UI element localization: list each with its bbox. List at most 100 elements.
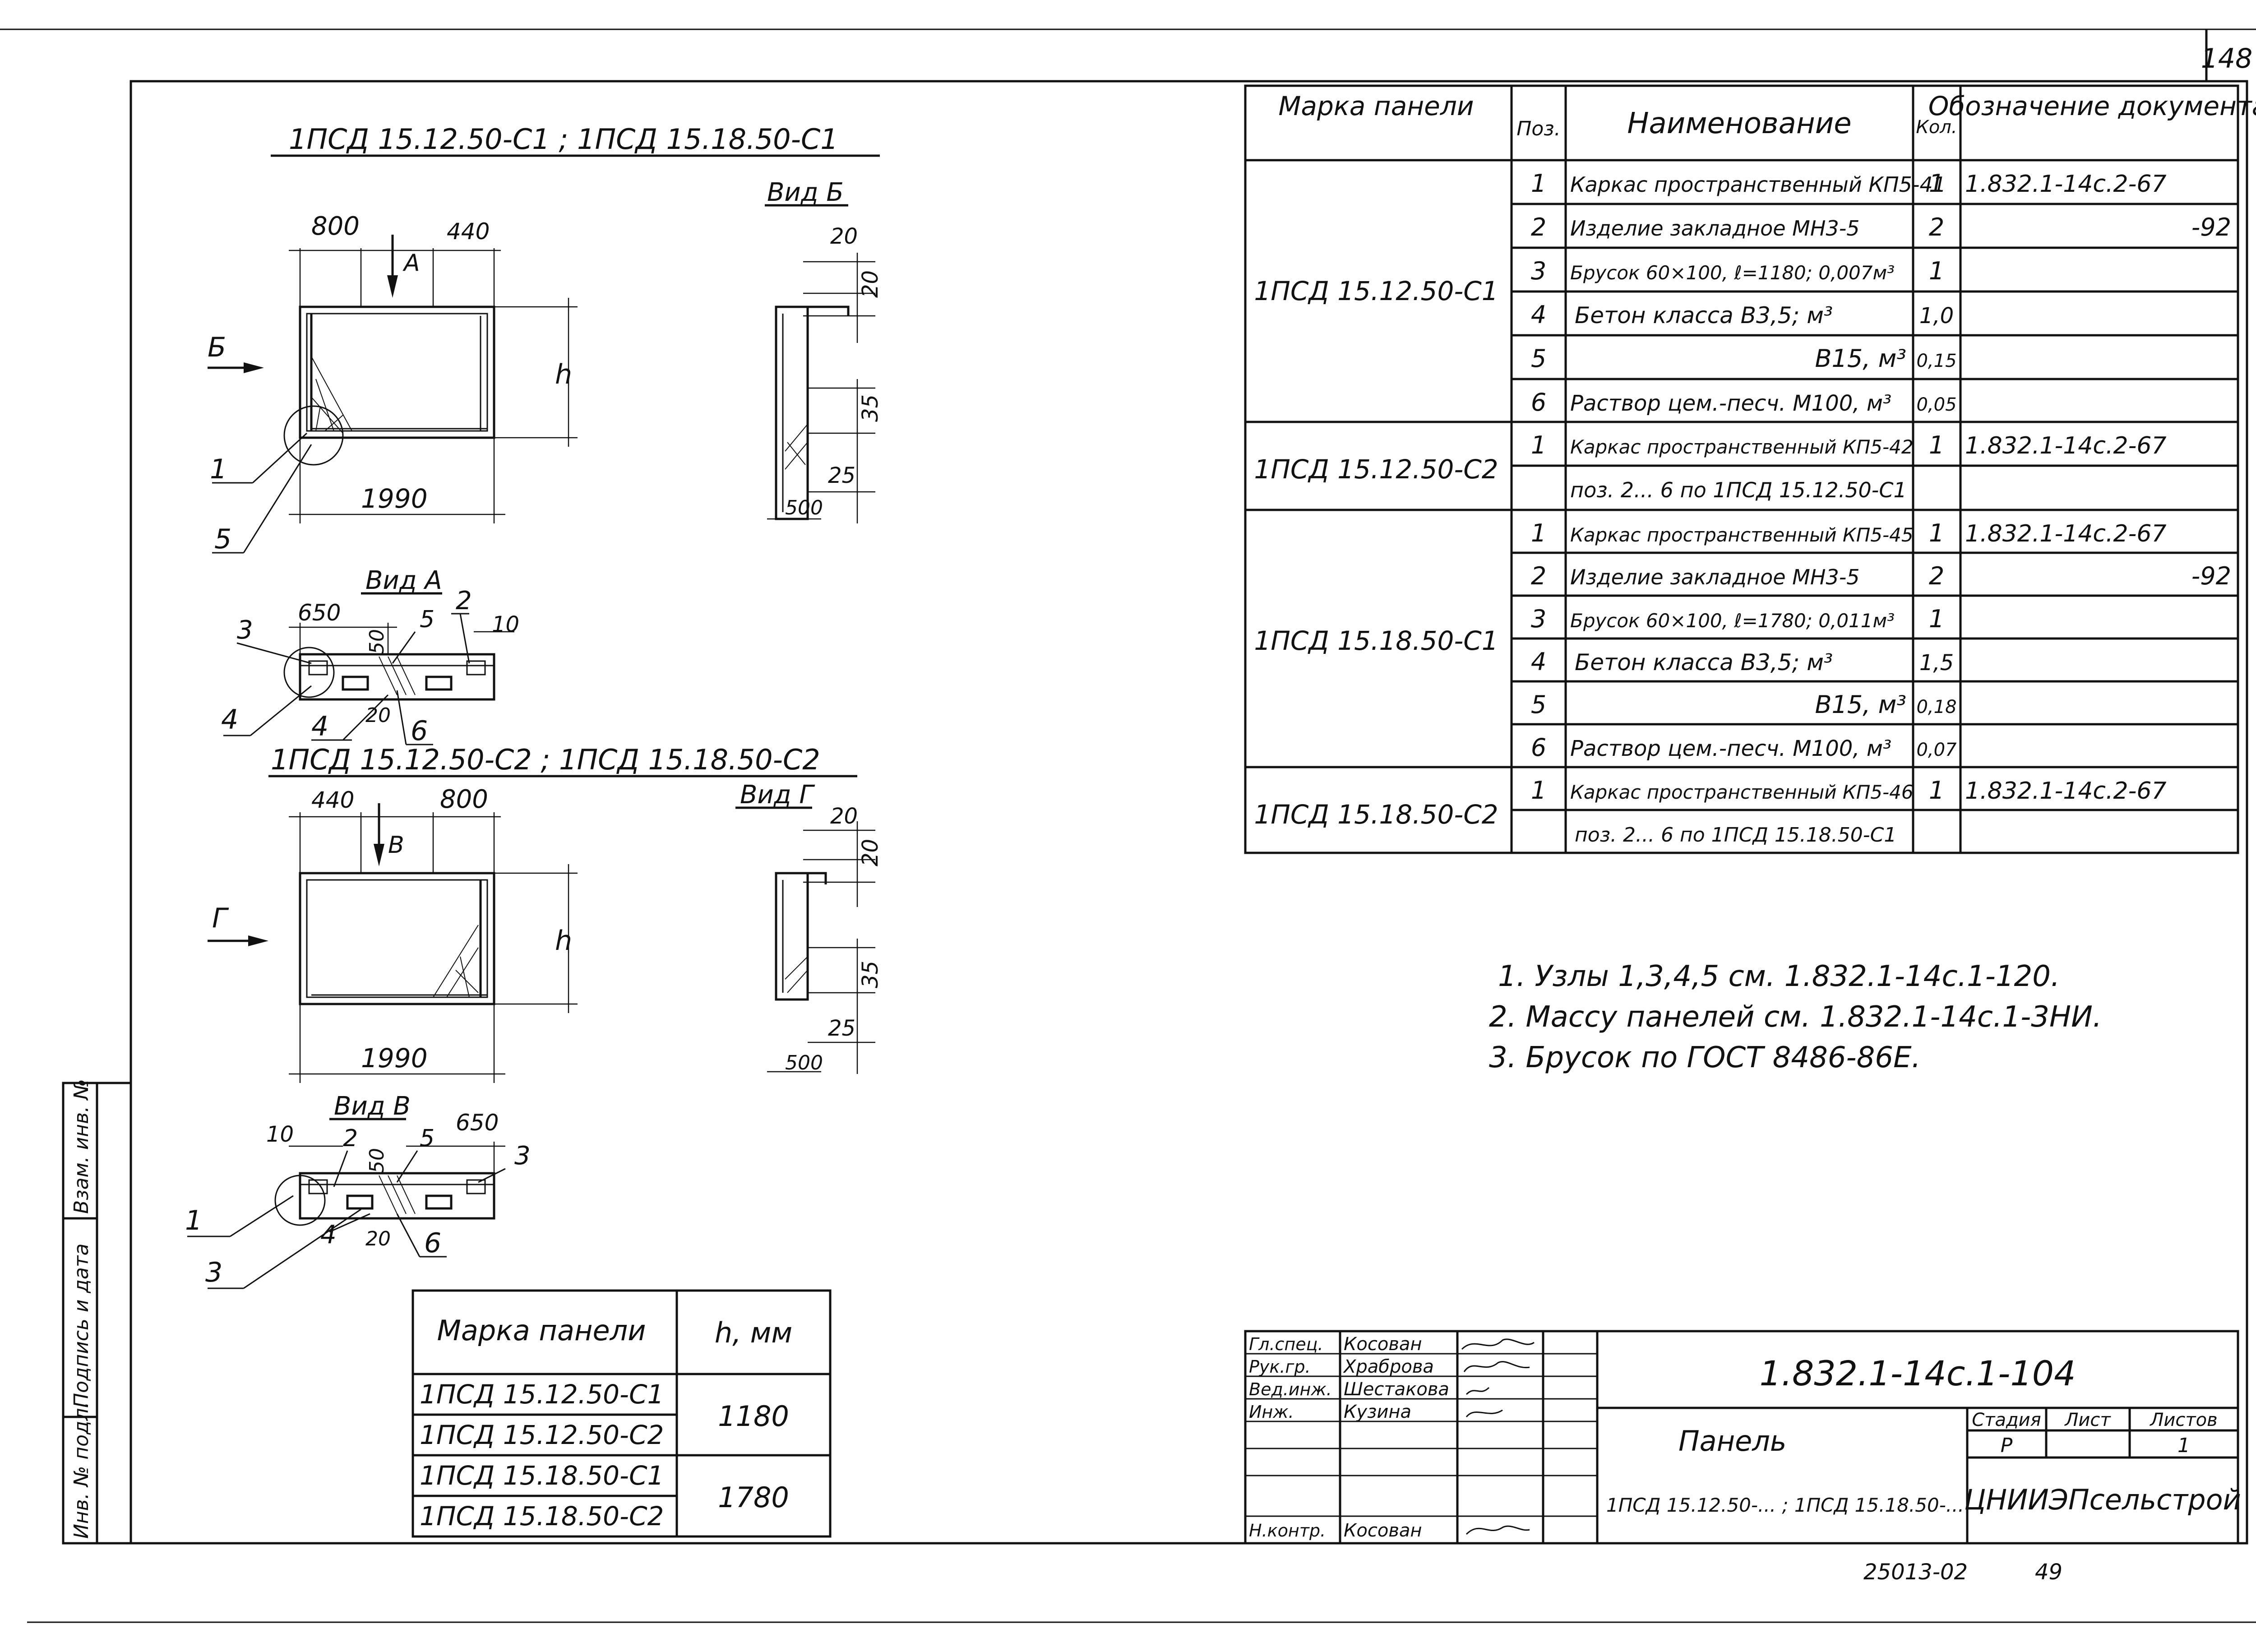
header-mark: Марка панели	[1278, 91, 1474, 121]
signature	[1465, 1387, 1490, 1395]
svg-text:Гл.спец.: Гл.спец.	[1249, 1334, 1323, 1354]
svg-text:1ПСД 15.12.50-С1: 1ПСД 15.12.50-С1	[420, 1379, 664, 1410]
svg-text:1: 1	[2177, 1434, 2190, 1457]
svg-text:4: 4	[1531, 648, 1546, 676]
svg-text:0,07: 0,07	[1916, 740, 1957, 760]
svg-text:35: 35	[858, 394, 883, 422]
svg-text:h: h	[555, 925, 572, 957]
svg-text:6: 6	[411, 715, 428, 747]
svg-text:440: 440	[447, 218, 490, 245]
svg-text:В15, м³: В15, м³	[1815, 344, 1906, 373]
svg-text:0,15: 0,15	[1916, 351, 1956, 371]
svg-text:Брусок 60×100, ℓ=1780; 0,011м³: Брусок 60×100, ℓ=1780; 0,011м³	[1570, 610, 1895, 632]
header-qty: Кол.	[1916, 117, 1957, 138]
svg-text:Брусок 60×100, ℓ=1180; 0,007м³: Брусок 60×100, ℓ=1180; 0,007м³	[1570, 262, 1895, 284]
svg-text:0,05: 0,05	[1916, 394, 1956, 415]
svg-text:2: 2	[1929, 213, 1944, 241]
title-block: Гл.спец. Рук.гр. Вед.инж. Инж. Н.контр. …	[1244, 1330, 2241, 1545]
svg-text:1: 1	[1531, 431, 1546, 459]
svg-text:3: 3	[237, 615, 253, 645]
side-stamp: Инв. № подл. Подпись и дата Взам. инв. №	[62, 1079, 132, 1545]
svg-text:Вед.инж.: Вед.инж.	[1249, 1379, 1332, 1399]
svg-text:Г: Г	[212, 902, 229, 934]
svg-text:20: 20	[858, 839, 883, 866]
svg-text:Храброва: Храброва	[1343, 1356, 1434, 1377]
svg-text:1: 1	[1929, 257, 1944, 285]
svg-text:Каркас пространственный КП5-42: Каркас пространственный КП5-42	[1570, 436, 1914, 458]
svg-text:440: 440	[311, 787, 354, 813]
group-mark: 1ПСД 15.12.50-С2	[1254, 454, 1498, 485]
svg-text:поз. 2... 6 по 1ПСД 15.18.50-С: поз. 2... 6 по 1ПСД 15.18.50-С1	[1575, 824, 1896, 847]
svg-text:В15, м³: В15, м³	[1815, 690, 1906, 719]
svg-text:1.832.1-14с.2-67: 1.832.1-14с.2-67	[1965, 777, 2167, 805]
svg-text:поз. 2... 6 по 1ПСД 15.12.50-С: поз. 2... 6 по 1ПСД 15.12.50-С1	[1570, 478, 1907, 502]
svg-text:1: 1	[185, 1205, 202, 1236]
svg-text:Б: Б	[208, 332, 226, 363]
svg-text:1990: 1990	[361, 483, 428, 514]
svg-text:25: 25	[828, 1016, 855, 1041]
svg-text:1: 1	[1531, 519, 1546, 547]
svg-text:25: 25	[828, 463, 855, 488]
svg-text:Каркас пространственный КП5-45: Каркас пространственный КП5-45	[1570, 524, 1914, 546]
svg-text:1: 1	[210, 453, 227, 485]
organization: ЦНИИЭПсельстрой	[1964, 1483, 2241, 1516]
svg-text:-92: -92	[2191, 562, 2231, 590]
panel-drawing-c2: 1ПСД 15.12.50-С2 ; 1ПСД 15.18.50-С2 440 …	[185, 743, 883, 1289]
svg-text:Косован: Косован	[1344, 1520, 1422, 1541]
svg-text:2: 2	[1929, 562, 1944, 590]
svg-text:6: 6	[1531, 388, 1546, 416]
svg-text:Изделие закладное МН3-5: Изделие закладное МН3-5	[1570, 565, 1860, 589]
svg-text:20: 20	[365, 704, 391, 727]
svg-text:3: 3	[1531, 257, 1546, 285]
svg-text:Рук.гр.: Рук.гр.	[1249, 1357, 1311, 1377]
svg-text:20: 20	[858, 270, 883, 298]
svg-text:50: 50	[365, 1148, 388, 1173]
svg-text:Кузина: Кузина	[1344, 1402, 1411, 1422]
svg-text:1780: 1780	[718, 1481, 789, 1514]
svg-text:Н.контр.: Н.контр.	[1249, 1521, 1326, 1541]
svg-text:Лист: Лист	[2064, 1410, 2111, 1430]
sheet-index: 49	[2035, 1559, 2062, 1585]
svg-text:Взам. инв. №: Взам. инв. №	[70, 1079, 93, 1214]
svg-text:1990: 1990	[361, 1043, 428, 1074]
svg-text:6: 6	[1531, 733, 1546, 762]
group-mark: 1ПСД 15.18.50-С1	[1254, 625, 1498, 656]
svg-text:1: 1	[1929, 776, 1944, 805]
drawing-frame	[129, 80, 2248, 1545]
svg-text:1.832.1-14с.2-67: 1.832.1-14с.2-67	[1965, 432, 2167, 459]
svg-text:10: 10	[266, 1122, 294, 1147]
svg-text:2: 2	[1531, 562, 1546, 590]
panel-drawing-c1: 1ПСД 15.12.50-С1 ; 1ПСД 15.18.50-С1 800 …	[208, 123, 883, 747]
signature	[1463, 1361, 1530, 1372]
svg-text:5: 5	[1531, 344, 1546, 373]
svg-text:2: 2	[343, 1125, 358, 1152]
svg-text:2: 2	[1531, 213, 1546, 241]
document-subtitle: 1ПСД 15.12.50-... ; 1ПСД 15.18.50-...	[1606, 1494, 1964, 1516]
note-1: 1. Узлы 1,3,4,5 см. 1.832.1-14с.1-120.	[1498, 960, 2060, 993]
document-title: Панель	[1678, 1425, 1786, 1458]
svg-text:1180: 1180	[718, 1400, 789, 1433]
svg-text:Подпись и дата: Подпись и дата	[70, 1244, 93, 1408]
signature	[1465, 1409, 1503, 1418]
svg-text:-92: -92	[2191, 213, 2231, 241]
group-mark: 1ПСД 15.12.50-С1	[1254, 276, 1498, 306]
svg-text:6: 6	[424, 1227, 441, 1259]
svg-text:h: h	[555, 359, 572, 390]
h-table-header-h: h, мм	[715, 1316, 792, 1349]
svg-text:2: 2	[456, 586, 472, 615]
svg-text:Раствор цем.-песч. М100, м³: Раствор цем.-песч. М100, м³	[1570, 736, 1891, 761]
svg-text:3: 3	[514, 1141, 531, 1171]
specification-table: Марка панели Поз. Наименование Кол. Обоз…	[1244, 84, 2256, 854]
header-name: Наименование	[1627, 107, 1851, 140]
notes: 1. Узлы 1,3,4,5 см. 1.832.1-14с.1-120. 2…	[1489, 960, 2102, 1074]
svg-text:20: 20	[365, 1227, 391, 1250]
document-code: 1.832.1-14с.1-104	[1760, 1353, 2076, 1393]
svg-text:10: 10	[492, 612, 519, 637]
height-table: Марка панели h, мм 1ПСД 15.12.50-С1 1ПСД…	[411, 1289, 832, 1538]
svg-text:Инв. № подл.: Инв. № подл.	[70, 1402, 93, 1539]
svg-text:1.832.1-14с.2-67: 1.832.1-14с.2-67	[1965, 520, 2167, 547]
svg-text:5: 5	[214, 523, 231, 555]
svg-text:А: А	[402, 250, 420, 277]
svg-text:Шестакова: Шестакова	[1344, 1379, 1449, 1400]
svg-text:5: 5	[1531, 690, 1546, 719]
